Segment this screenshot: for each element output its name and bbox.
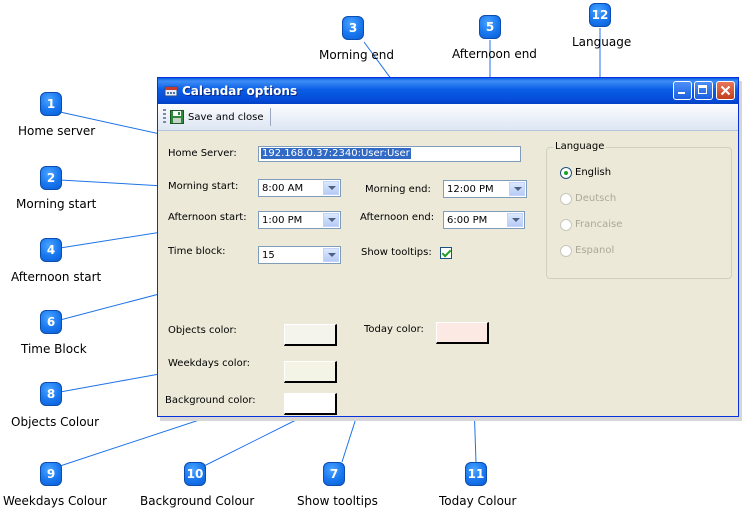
morning-start-label: Morning start:	[168, 181, 239, 192]
afternoon-end-value: 6:00 PM	[447, 215, 488, 226]
callout-line-10	[203, 415, 305, 467]
callout-caption-11: Today Colour	[439, 494, 517, 508]
callout-badge-6: 6	[40, 310, 62, 334]
callout-badge-10: 10	[184, 462, 206, 486]
callout-caption-9: Weekdays Colour	[3, 494, 107, 508]
callout-caption-4: Afternoon start	[11, 270, 102, 284]
callout-caption-10: Background Colour	[140, 494, 255, 508]
radio-english[interactable]	[560, 167, 572, 179]
time-block-value: 15	[262, 250, 275, 261]
close-icon	[720, 85, 731, 96]
options-content: Home Server: 192.168.0.37:2340:User:User…	[158, 131, 738, 416]
minimize-button[interactable]	[673, 81, 692, 100]
chevron-down-icon[interactable]	[323, 213, 339, 227]
callout-badge-3: 3	[342, 16, 364, 40]
home-server-value: 192.168.0.37:2340:User:User	[261, 148, 411, 159]
callout-caption-2: Morning start	[16, 197, 97, 211]
background-color-label: Background color:	[165, 395, 256, 406]
calendar-app-icon	[164, 86, 178, 97]
radio-francaise-label: Francaise	[575, 219, 623, 230]
callout-caption-8: Objects Colour	[11, 415, 100, 429]
chevron-down-icon[interactable]	[509, 182, 525, 196]
toolbar-grip[interactable]	[163, 109, 166, 125]
callout-caption-3: Morning end	[319, 48, 394, 62]
maximize-button[interactable]	[694, 81, 713, 100]
callout-badge-4: 4	[40, 238, 62, 262]
morning-end-select[interactable]: 12:00 PM	[443, 180, 527, 198]
time-block-select[interactable]: 15	[258, 246, 341, 264]
morning-start-value: 8:00 AM	[262, 183, 304, 194]
morning-start-select[interactable]: 8:00 AM	[258, 179, 341, 197]
callout-caption-1: Home server	[18, 124, 96, 138]
callout-badge-11: 11	[465, 462, 487, 486]
callout-badge-7: 7	[323, 462, 345, 486]
show-tooltips-label: Show tooltips:	[361, 247, 432, 258]
time-block-label: Time block:	[168, 246, 226, 257]
callout-caption-6: Time Block	[21, 342, 87, 356]
show-tooltips-checkbox[interactable]	[440, 247, 452, 259]
objects-color-swatch[interactable]	[284, 324, 337, 346]
language-group: Language English Deutsch Francaise Espan…	[546, 141, 732, 279]
chevron-down-icon[interactable]	[323, 181, 339, 195]
title-bar[interactable]: Calendar options	[158, 78, 738, 104]
toolbar: Save and close	[158, 104, 738, 131]
maximize-icon	[698, 85, 707, 94]
afternoon-start-value: 1:00 PM	[262, 215, 303, 226]
objects-color-label: Objects color:	[168, 325, 237, 336]
morning-end-value: 12:00 PM	[447, 184, 494, 195]
calendar-options-window: Calendar options Save and close Ho	[157, 77, 739, 417]
radio-espanol-label: Espanol	[575, 245, 615, 256]
radio-espanol[interactable]	[560, 245, 572, 257]
floppy-disk-icon	[170, 110, 184, 124]
chevron-down-icon[interactable]	[323, 248, 339, 262]
today-color-swatch[interactable]	[436, 322, 489, 344]
afternoon-start-label: Afternoon start:	[168, 212, 247, 223]
radio-deutsch-label: Deutsch	[575, 193, 617, 204]
radio-francaise[interactable]	[560, 219, 572, 231]
callout-badge-12: 12	[589, 3, 611, 27]
callout-caption-5: Afternoon end	[452, 47, 537, 61]
afternoon-end-label: Afternoon end:	[360, 212, 435, 223]
weekdays-color-label: Weekdays color:	[168, 358, 250, 369]
callout-badge-9: 9	[40, 462, 62, 486]
afternoon-end-select[interactable]: 6:00 PM	[443, 211, 525, 229]
window-title: Calendar options	[182, 84, 298, 98]
save-and-close-label: Save and close	[188, 111, 264, 123]
callout-badge-5: 5	[479, 15, 501, 39]
close-button[interactable]	[716, 81, 735, 100]
callout-badge-1: 1	[40, 92, 62, 116]
morning-end-label: Morning end:	[365, 184, 431, 195]
callout-badge-8: 8	[40, 382, 62, 406]
home-server-label: Home Server:	[168, 148, 237, 159]
today-color-label: Today color:	[364, 324, 424, 335]
callout-badge-2: 2	[40, 166, 62, 190]
minimize-icon	[678, 92, 685, 94]
callout-caption-7: Show tooltips	[297, 494, 378, 508]
chevron-down-icon[interactable]	[507, 213, 523, 227]
home-server-input[interactable]: 192.168.0.37:2340:User:User	[258, 146, 521, 162]
toolbar-separator	[270, 108, 271, 126]
radio-english-label: English	[575, 167, 612, 178]
radio-deutsch[interactable]	[560, 193, 572, 205]
afternoon-start-select[interactable]: 1:00 PM	[258, 211, 341, 229]
save-and-close-button[interactable]: Save and close	[170, 108, 263, 126]
background-color-swatch[interactable]	[284, 393, 337, 415]
weekdays-color-swatch[interactable]	[284, 361, 337, 383]
language-group-title: Language	[553, 141, 607, 152]
callout-caption-12: Language	[572, 35, 632, 49]
